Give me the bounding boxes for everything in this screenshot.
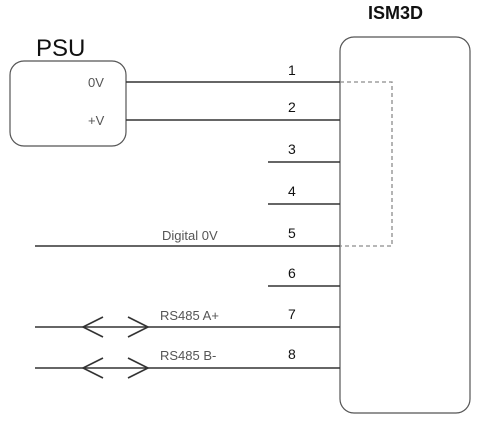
psu-title: PSU [36,35,85,62]
bidirectional-arrow-icon [81,316,150,338]
internal-link-dashed [340,81,393,247]
psu-terminal-plus-v: +V [88,113,105,128]
pin-number: 3 [288,141,296,157]
signal-label: RS485 B- [160,348,216,363]
pin-number: 7 [288,306,296,322]
signal-label: Digital 0V [162,228,218,243]
bidirectional-arrow-icon [81,357,150,379]
pin-number: 2 [288,99,296,115]
pin-number: 8 [288,346,296,362]
pin-number: 5 [288,225,296,241]
pin-number: 4 [288,183,296,199]
device-title: ISM3D [368,3,423,23]
psu-box [9,60,127,147]
signal-label: RS485 A+ [160,308,219,323]
pin-number: 1 [288,62,296,78]
pin-number: 6 [288,265,296,281]
device-box [339,36,471,414]
psu-terminal-0v: 0V [88,75,104,90]
